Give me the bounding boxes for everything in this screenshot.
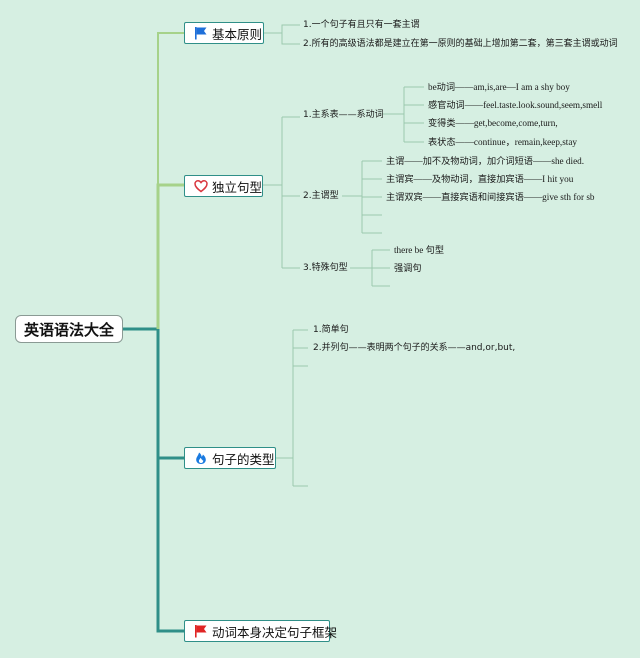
pattern-item: 主谓宾——及物动词，直接加宾语——I hit you — [386, 174, 574, 184]
branch-title: 独立句型 — [212, 179, 263, 195]
branch-title: 动词本身决定句子框架 — [212, 624, 338, 640]
principle-item: 2.所有的高级语法都是建立在第一原则的基础上增加第二套，第三套主谓或动词 — [303, 39, 618, 49]
pattern-item: 主谓双宾——直接宾语和间接宾语——give sth for sb — [386, 192, 595, 202]
root-title: 英语语法大全 — [23, 320, 114, 339]
heart-icon — [194, 180, 208, 193]
pattern-item: 变得类——get,become,come,turn, — [428, 118, 558, 128]
branch-sentence-types[interactable]: 句子的类型 — [184, 447, 276, 469]
blue-flag-icon — [195, 27, 207, 40]
pattern-label: 3.特殊句型 — [303, 263, 348, 273]
branch-title: 句子的类型 — [212, 451, 275, 467]
red-flag-icon — [195, 625, 207, 638]
branch-verb-determines-framework[interactable]: 动词本身决定句子框架 — [184, 620, 337, 642]
pattern-item: there be 句型 — [394, 245, 445, 255]
pattern-label: 2.主谓型 — [303, 191, 339, 201]
principle-item: 1.一个句子有且只有一套主谓 — [303, 20, 420, 30]
pattern-item: 强调句 — [394, 263, 422, 273]
branch-independent-sentence-patterns[interactable]: 独立句型 — [184, 175, 263, 197]
pattern-item: 表状态——continue，remain,keep,stay — [428, 137, 578, 147]
type-item: 2.并列句——表明两个句子的关系——and,or,but, — [313, 343, 516, 353]
branch-title: 基本原则 — [212, 26, 263, 42]
root-node[interactable]: 英语语法大全 — [15, 315, 123, 343]
pattern-item: 感官动词——feel.taste.look.sound,seem,smell — [428, 100, 603, 110]
branch-basic-principles[interactable]: 基本原则 — [184, 22, 264, 44]
pattern-item: be动词——am,is,are—I am a shy boy — [428, 82, 570, 92]
pattern-label: 1.主系表——系动词 — [303, 110, 384, 120]
fire-icon — [196, 452, 206, 464]
pattern-item: 主谓——加不及物动词，加介词短语——she died. — [386, 156, 585, 166]
type-item: 1.简单句 — [313, 325, 349, 335]
